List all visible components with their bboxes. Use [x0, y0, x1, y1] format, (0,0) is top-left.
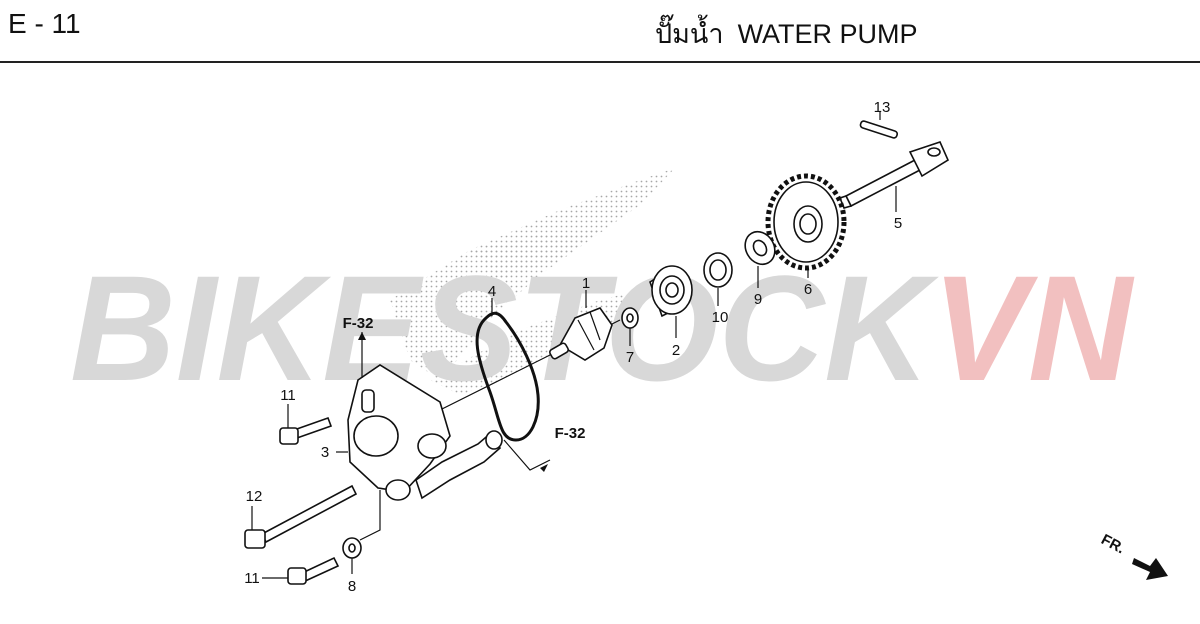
callout-1: 1 [582, 275, 590, 292]
watermark-text-red: VN [932, 244, 1135, 412]
callout-7: 7 [626, 349, 634, 366]
part-bearing [703, 252, 733, 288]
callout-labels: 1 2 3 4 5 6 7 8 9 10 11 11 12 13 [244, 99, 902, 595]
ref-f32-lower: F-32 [555, 425, 586, 442]
page-header: E - 11 ปั๊มน้ำ WATER PUMP [0, 0, 1200, 64]
header-rule [0, 61, 1200, 63]
callout-4: 4 [488, 283, 496, 300]
part-sealing-washer [342, 537, 362, 559]
callout-12: 12 [246, 488, 263, 505]
page-title: ปั๊มน้ำ WATER PUMP [655, 12, 918, 55]
part-small-washer [621, 307, 639, 329]
callout-8: 8 [348, 578, 356, 595]
part-bolt-upper [279, 416, 333, 445]
exploded-parts-diagram: BIKESTOCK VN [70, 99, 1168, 595]
callout-11-upper: 11 [280, 387, 296, 404]
part-gear [765, 173, 847, 271]
callout-3: 3 [321, 444, 329, 461]
part-shaft [838, 141, 950, 209]
bikestock-watermark: BIKESTOCK VN [70, 244, 1135, 412]
part-pin [859, 120, 899, 139]
callout-13: 13 [874, 99, 891, 116]
part-impeller [549, 307, 613, 361]
title-thai: ปั๊มน้ำ [655, 19, 724, 49]
callout-6: 6 [804, 281, 812, 298]
watermark-text-grey: BIKESTOCK [70, 244, 939, 412]
callout-9: 9 [754, 291, 762, 308]
page-code: E - 11 [8, 8, 81, 39]
part-bolt-lower [287, 556, 340, 585]
direction-label: FR. [1098, 531, 1127, 557]
part-long-bolt [244, 484, 358, 549]
title-english: WATER PUMP [737, 19, 918, 49]
reference-labels: F-32 F-32 [343, 315, 586, 472]
part-o-ring [475, 311, 540, 442]
part-mechanical-seal [649, 265, 693, 318]
ref-f32-upper: F-32 [343, 315, 374, 332]
part-washer [744, 230, 776, 266]
direction-arrow-icon [1132, 558, 1168, 580]
callout-10: 10 [712, 309, 729, 326]
front-direction-indicator: FR. [1098, 531, 1168, 580]
part-pump-cover [347, 364, 503, 501]
callout-5: 5 [894, 215, 902, 232]
callout-11-lower: 11 [244, 570, 260, 587]
callout-2: 2 [672, 342, 680, 359]
